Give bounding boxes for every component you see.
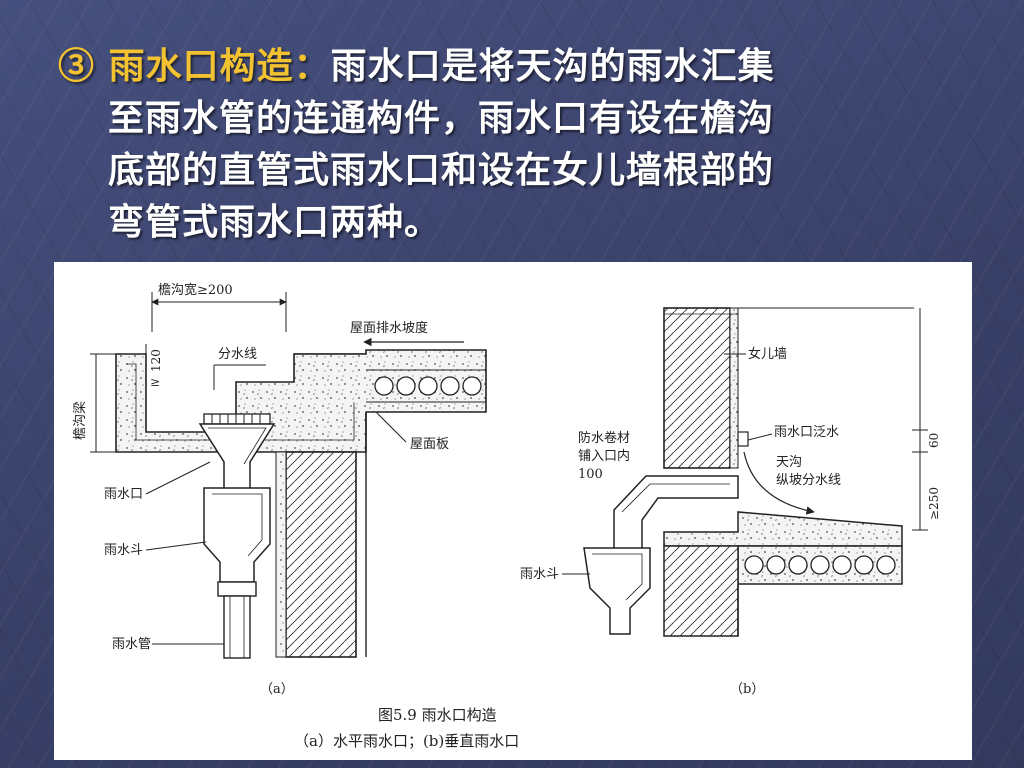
label-dim-geq: ≥ — [150, 375, 160, 389]
drawing-b: 女儿墙 雨水口泛水 防水卷材 铺入口内 100 — [520, 307, 941, 697]
label-dim-60: 60 — [927, 433, 941, 448]
heading-line-3: 底部的直管式雨水口和设在女儿墙根部的 — [108, 149, 775, 191]
rainwater-outlet-figure: 檐沟宽≥200 屋面排水坡度 120 ≥ 分水线 檐沟梁 — [54, 262, 972, 760]
caption-b: （b） — [730, 682, 764, 697]
heading-line-2: 至雨水管的连通构件，雨水口有设在檐沟 — [108, 97, 775, 139]
label-pipe: 雨水管 — [112, 637, 151, 652]
label-hopper-b: 雨水斗 — [520, 567, 559, 582]
label-gutter-width: 檐沟宽≥200 — [158, 282, 233, 298]
label-roof-slope: 屋面排水坡度 — [350, 320, 428, 336]
label-membrane-2: 铺入口内 — [578, 448, 630, 464]
heading-line-1-text: 雨水口是将天沟的雨水汇集 — [330, 45, 775, 87]
label-hopper-a: 雨水斗 — [104, 543, 143, 558]
label-dim-120: 120 — [149, 349, 163, 372]
drawing-a: 檐沟宽≥200 屋面排水坡度 120 ≥ 分水线 檐沟梁 — [73, 282, 487, 697]
bullet-number: ③ — [58, 45, 96, 87]
label-gutter-1: 天沟 — [776, 455, 802, 470]
label-dim-250: ≥250 — [927, 487, 941, 520]
label-gutter-beam: 檐沟梁 — [73, 401, 88, 440]
construction-drawings: 檐沟宽≥200 屋面排水坡度 120 ≥ 分水线 檐沟梁 — [73, 282, 941, 750]
label-roof-slab: 屋面板 — [410, 437, 449, 452]
heading-line-4: 弯管式雨水口两种。 — [108, 201, 442, 243]
figure-subtitle: （a）水平雨水口；(b)垂直雨水口 — [294, 732, 519, 750]
label-divide-line: 分水线 — [218, 347, 257, 362]
label-outlet: 雨水口 — [104, 487, 143, 502]
label-membrane-1: 防水卷材 — [578, 430, 630, 446]
label-membrane-3: 100 — [578, 467, 603, 482]
label-gutter-2: 纵坡分水线 — [776, 473, 841, 488]
figure-title: 图5.9 雨水口构造 — [378, 706, 497, 724]
slide-heading: ③ 雨水口构造：雨水口是将天沟的雨水汇集 至雨水管的连通构件，雨水口有设在檐沟 … — [58, 40, 978, 248]
label-parapet: 女儿墙 — [748, 346, 787, 362]
heading-line-1: ③ 雨水口构造：雨水口是将天沟的雨水汇集 — [58, 40, 978, 92]
label-flashing: 雨水口泛水 — [774, 425, 839, 440]
heading-lead: 雨水口构造： — [108, 45, 331, 87]
caption-a: （a） — [260, 682, 294, 697]
